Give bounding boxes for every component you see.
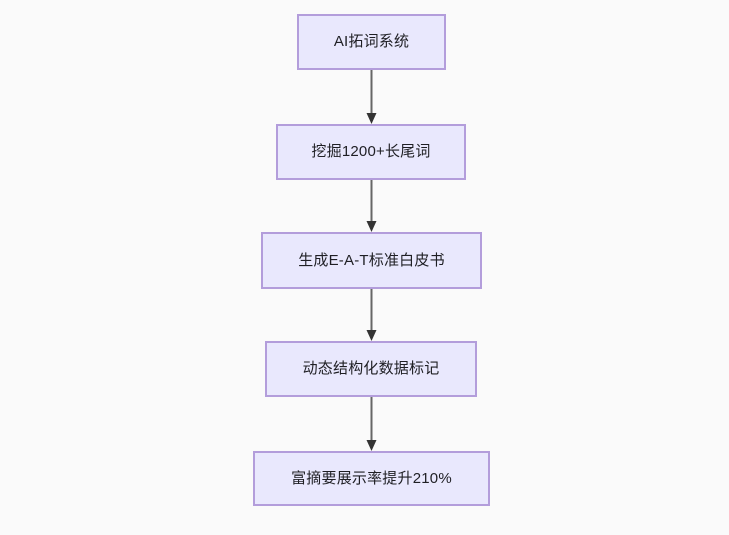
flow-node-label: 生成E-A-T标准白皮书 <box>298 251 445 269</box>
flow-node-label: 挖掘1200+长尾词 <box>311 143 431 160</box>
flow-node-label: AI拓词系统 <box>333 33 410 50</box>
flow-edge-n2-n3 <box>366 180 377 232</box>
flow-node-rich-snippet-impression-lift[interactable]: 富摘要展示率提升210% <box>253 451 490 506</box>
flow-node-generate-eat-whitepaper[interactable]: 生成E-A-T标准白皮书 <box>261 232 482 289</box>
flow-node-label: 动态结构化数据标记 <box>302 360 440 377</box>
flow-edge-n1-n2 <box>366 70 377 124</box>
flow-node-label: 富摘要展示率提升210% <box>291 469 452 487</box>
flow-node-dynamic-structured-data-markup[interactable]: 动态结构化数据标记 <box>265 341 477 397</box>
flow-edge-n3-n4 <box>366 289 377 341</box>
flow-edge-n4-n5 <box>366 397 377 451</box>
flow-node-mine-longtail-keywords[interactable]: 挖掘1200+长尾词 <box>276 124 466 180</box>
flow-node-ai-keyword-system[interactable]: AI拓词系统 <box>297 14 446 70</box>
